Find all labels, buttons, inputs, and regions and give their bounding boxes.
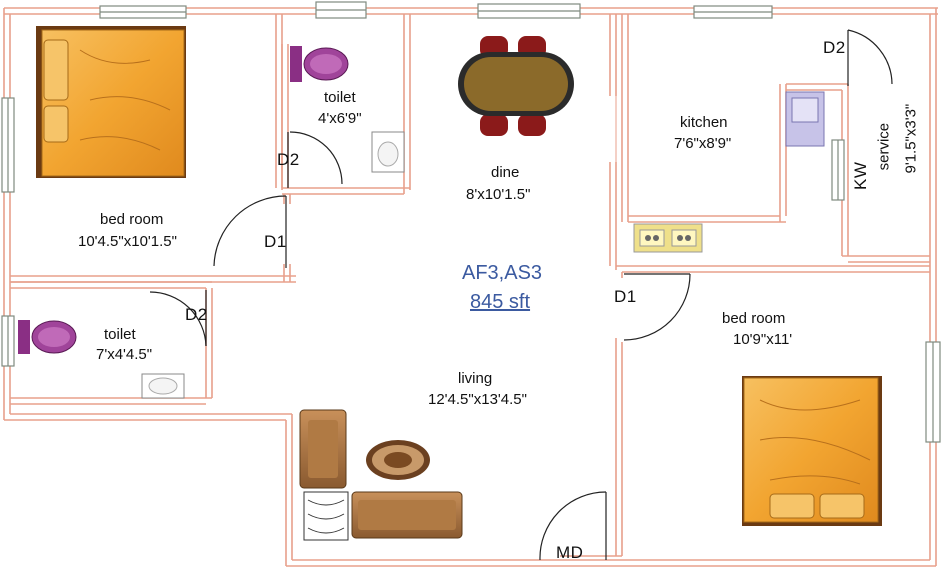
bedroom-left-size: 10'4.5"x10'1.5" [78,233,177,250]
plan-area: 845 sft [470,291,531,313]
bedroom-right-size: 10'9"x11' [733,331,793,348]
toilet-fixtures [18,46,405,399]
bed-right [742,376,882,526]
service-name: service [875,122,893,171]
living-size: 12'4.5"x13'4.5" [428,391,527,408]
toilet-left-size: 7'x4'4.5" [96,346,153,363]
kitchen-name: kitchen [680,114,728,131]
door-label-d2-top: D2 [277,150,300,169]
kitchen-fixtures [633,91,825,253]
service-size: 9'1.5"x3'3" [902,103,920,174]
toilet-top-size: 4'x6'9" [318,110,362,127]
bed-left [36,26,186,178]
dine-opening [615,96,623,162]
kitchen-size: 7'6"x8'9" [674,135,732,152]
toilet-left-name: toilet [104,326,136,343]
window-label-kw: KW [851,161,871,190]
toilet-top-name: toilet [324,89,356,106]
walls [3,7,938,567]
dine-name: dine [491,164,520,181]
door-swings [149,29,893,561]
door-label-d2-kitchen: D2 [823,38,846,57]
living-furniture [299,409,463,541]
door-label-md: MD [556,543,584,562]
windows [1,1,941,443]
dine-size: 8'x10'1.5" [466,186,531,203]
living-name: living [458,370,493,387]
door-label-d1-right: D1 [614,287,637,306]
bedroom-left-name: bed room [100,211,164,228]
door-label-d1-left: D1 [264,232,287,251]
door-label-d2-left: D2 [185,305,208,324]
bedroom-right-name: bed room [722,310,786,327]
plan-code: AF3,AS3 [462,262,543,284]
dining-set [458,36,574,136]
